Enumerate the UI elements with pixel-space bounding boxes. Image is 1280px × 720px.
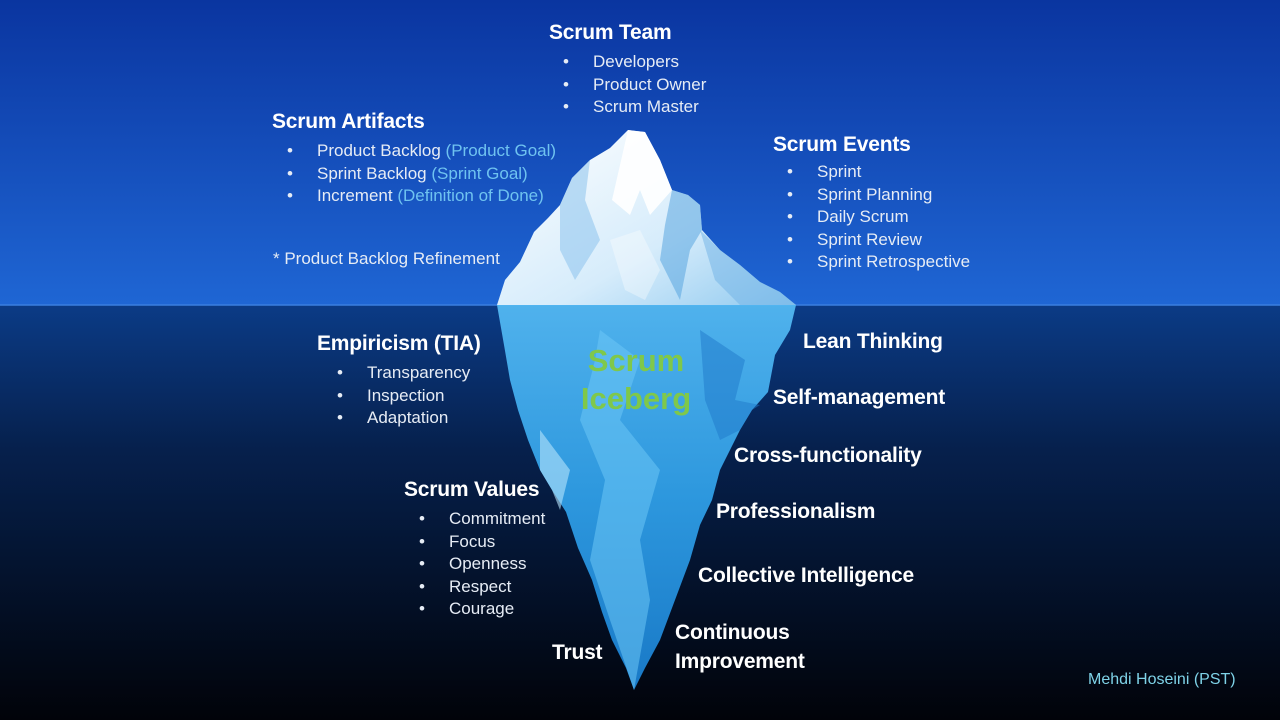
list-item: Inspection: [337, 385, 481, 408]
list-item: Developers: [563, 51, 706, 74]
scrum-artifacts-section: Scrum Artifacts Product Backlog (Product…: [272, 110, 556, 208]
scrum-events-heading: Scrum Events: [773, 133, 911, 156]
artifact-name: Sprint Backlog: [317, 163, 427, 183]
principle-label: Improvement: [675, 650, 805, 673]
principle-label: Cross-functionality: [734, 444, 922, 467]
scrum-values-list: Commitment Focus Openness Respect Courag…: [419, 508, 545, 621]
list-item: Sprint Planning: [787, 184, 970, 207]
list-item: Respect: [419, 576, 545, 599]
artifact-name: Increment: [317, 186, 393, 205]
list-item: Sprint Review: [787, 229, 970, 252]
principle-label: Professionalism: [716, 500, 876, 523]
diagram-title: Scrum Iceberg: [556, 342, 716, 418]
list-item: Openness: [419, 553, 545, 576]
scrum-team-section: Scrum Team Developers Product Owner Scru…: [549, 21, 706, 119]
trust-label: Trust: [552, 641, 603, 664]
empiricism-section: Empiricism (TIA) Transparency Inspection…: [317, 332, 481, 430]
list-item: Commitment: [419, 508, 545, 531]
scrum-events-list: Sprint Sprint Planning Daily Scrum Sprin…: [787, 161, 970, 274]
scrum-team-heading: Scrum Team: [549, 21, 672, 44]
list-item: Sprint: [787, 161, 970, 184]
title-line: Iceberg: [580, 381, 692, 416]
scrum-events-section: Scrum Events Sprint Sprint Planning Dail…: [773, 133, 970, 274]
principle-label: Self-management: [773, 386, 946, 409]
scrum-team-list: Developers Product Owner Scrum Master: [563, 51, 706, 119]
scrum-artifacts-heading: Scrum Artifacts: [272, 110, 425, 133]
list-item: Sprint Retrospective: [787, 251, 970, 274]
list-item: Increment (Definition of Done): [287, 185, 556, 208]
scrum-values-heading: Scrum Values: [404, 478, 540, 501]
scrum-values-section: Scrum Values Commitment Focus Openness R…: [404, 478, 545, 621]
principle-label: Continuous: [675, 621, 790, 644]
scrum-artifacts-list: Product Backlog (Product Goal) Sprint Ba…: [287, 140, 556, 208]
principle-label: Collective Intelligence: [698, 564, 914, 587]
title-line: Scrum: [587, 343, 685, 378]
list-item: Courage: [419, 598, 545, 621]
principle-label: Lean Thinking: [803, 330, 943, 353]
artifact-commitment: (Definition of Done): [397, 186, 544, 205]
list-item: Adaptation: [337, 407, 481, 430]
author-credit: Mehdi Hoseini (PST): [1088, 671, 1236, 688]
list-item: Daily Scrum: [787, 206, 970, 229]
artifact-name: Product Backlog: [317, 141, 441, 160]
refinement-note: * Product Backlog Refinement: [273, 249, 500, 268]
empiricism-heading: Empiricism (TIA): [317, 332, 481, 355]
list-item: Scrum Master: [563, 96, 706, 119]
artifact-commitment: (Sprint Goal): [431, 163, 528, 183]
list-item: Product Backlog (Product Goal): [287, 140, 556, 163]
list-item: Sprint Backlog (Sprint Goal): [287, 163, 556, 186]
artifact-commitment: (Product Goal): [445, 141, 557, 160]
list-item: Transparency: [337, 362, 481, 385]
empiricism-list: Transparency Inspection Adaptation: [337, 362, 481, 430]
list-item: Focus: [419, 531, 545, 554]
list-item: Product Owner: [563, 74, 706, 97]
